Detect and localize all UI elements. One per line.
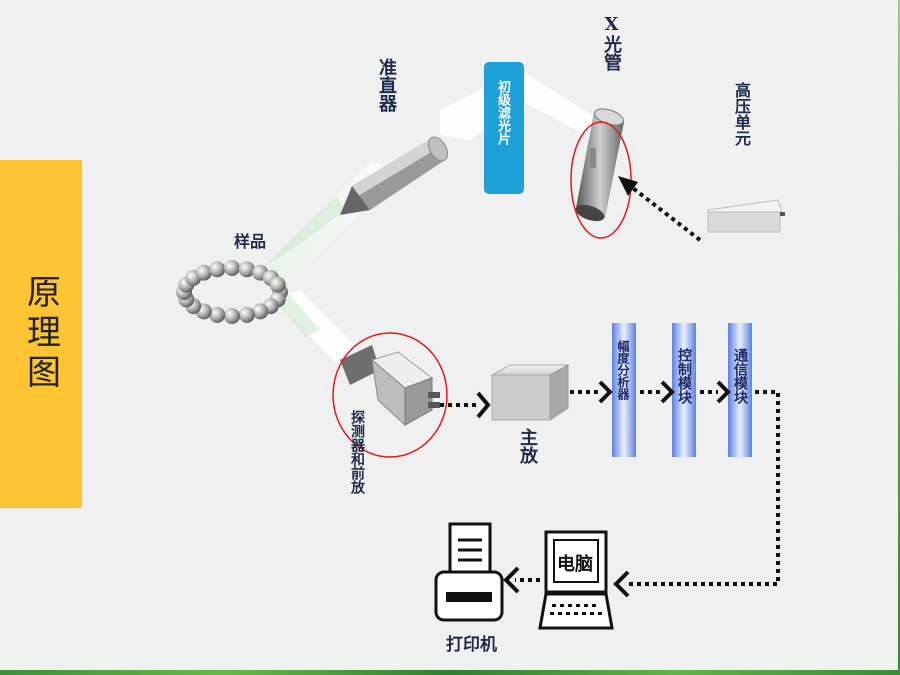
beam-detector-tint	[275, 295, 320, 337]
detector-highlight-circle	[332, 332, 448, 458]
label-printer: 打印机	[446, 635, 497, 655]
label-high-voltage: 高压单元	[732, 82, 751, 146]
sample-beads	[176, 260, 288, 324]
high-voltage-box	[707, 199, 785, 233]
bead	[238, 306, 255, 323]
bead	[209, 306, 226, 323]
xray-tube	[575, 108, 624, 222]
beam-green-tint	[262, 196, 345, 268]
comm-module	[728, 323, 752, 457]
bead	[195, 264, 212, 281]
bead	[269, 276, 286, 293]
beam-filter-tube	[520, 70, 600, 140]
label-primary-filter: 初级滤光片	[495, 80, 510, 145]
bead	[252, 303, 269, 320]
primary-filter	[484, 62, 524, 194]
signal-arrows	[440, 180, 780, 586]
control-module	[672, 323, 696, 457]
computer-icon	[538, 530, 614, 630]
label-computer: 电脑	[557, 554, 593, 575]
label-xray-tube: X光管	[601, 14, 622, 71]
label-detector-preamp: 探测器和前放	[349, 410, 365, 494]
bead	[209, 261, 226, 278]
arrow-comm-to-computer	[628, 390, 780, 586]
bead	[238, 261, 255, 278]
printer-icon	[434, 522, 504, 622]
label-sample: 样品	[234, 232, 267, 251]
label-control-module: 控制模块	[676, 348, 692, 404]
bead	[224, 308, 240, 324]
side-tab	[0, 160, 82, 508]
label-amplitude-analyzer: 幅度分析器	[616, 340, 630, 400]
label-comm-module: 通信模块	[732, 348, 748, 404]
label-main-amp: 主放	[517, 428, 538, 464]
detector	[340, 345, 440, 427]
arrow-heads	[476, 176, 731, 598]
arrow-hv-to-tube	[623, 180, 702, 242]
collimator	[340, 136, 448, 215]
grass-border-right	[896, 0, 900, 675]
label-collimator: 准直器	[376, 58, 397, 112]
side-title: 原理图	[20, 274, 61, 394]
bead	[224, 260, 240, 276]
grass-border-bottom	[0, 669, 900, 675]
main-amp-box	[490, 364, 570, 421]
amplitude-analyzer-module	[612, 323, 636, 457]
